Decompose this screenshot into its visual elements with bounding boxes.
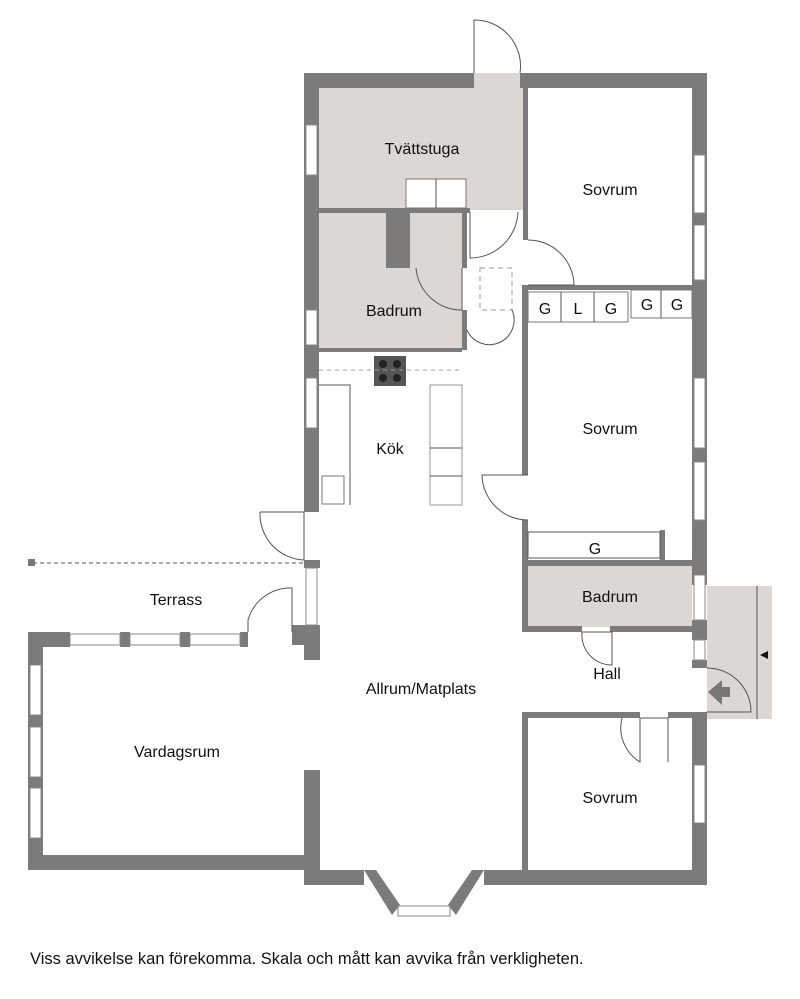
- room-label-badrum: Badrum: [582, 589, 638, 606]
- storage-label: G: [671, 297, 683, 314]
- room-label-terrass: Terrass: [150, 592, 202, 609]
- floor-plan: G L G G G G Tvättstuga Badrum Sovrum Kök…: [28, 19, 772, 917]
- tvattstuga-entry-floor: [474, 73, 520, 89]
- entrance-icon: [708, 680, 730, 705]
- room-label-sovrum: Sovrum: [582, 421, 637, 438]
- room-label-hall: Hall: [593, 666, 621, 683]
- room-label-vardagsrum: Vardagsrum: [134, 744, 220, 761]
- fixtures: [28, 19, 752, 763]
- sink-icon: [321, 475, 345, 505]
- entry-arrow-icon: [760, 651, 768, 659]
- storage-label: G: [641, 297, 653, 314]
- room-label-allrum: Allrum/Matplats: [366, 681, 476, 698]
- room-label-badrum: Badrum: [366, 303, 422, 320]
- room-label-kok: Kök: [376, 441, 405, 458]
- storage-label: L: [574, 301, 583, 318]
- storage-label: G: [589, 541, 601, 558]
- room-label-tvattstuga: Tvättstuga: [385, 141, 460, 158]
- storage-label: G: [539, 301, 551, 318]
- badrum-lower-floor: [527, 565, 692, 627]
- disclaimer: Viss avvikelse kan förekomma. Skala och …: [30, 950, 584, 968]
- windows: [29, 124, 706, 917]
- storage-label: G: [605, 301, 617, 318]
- room-label-sovrum: Sovrum: [582, 182, 637, 199]
- room-label-sovrum: Sovrum: [582, 790, 637, 807]
- stove-icon: [374, 356, 406, 386]
- storage-row-top: G L G G G: [527, 289, 693, 323]
